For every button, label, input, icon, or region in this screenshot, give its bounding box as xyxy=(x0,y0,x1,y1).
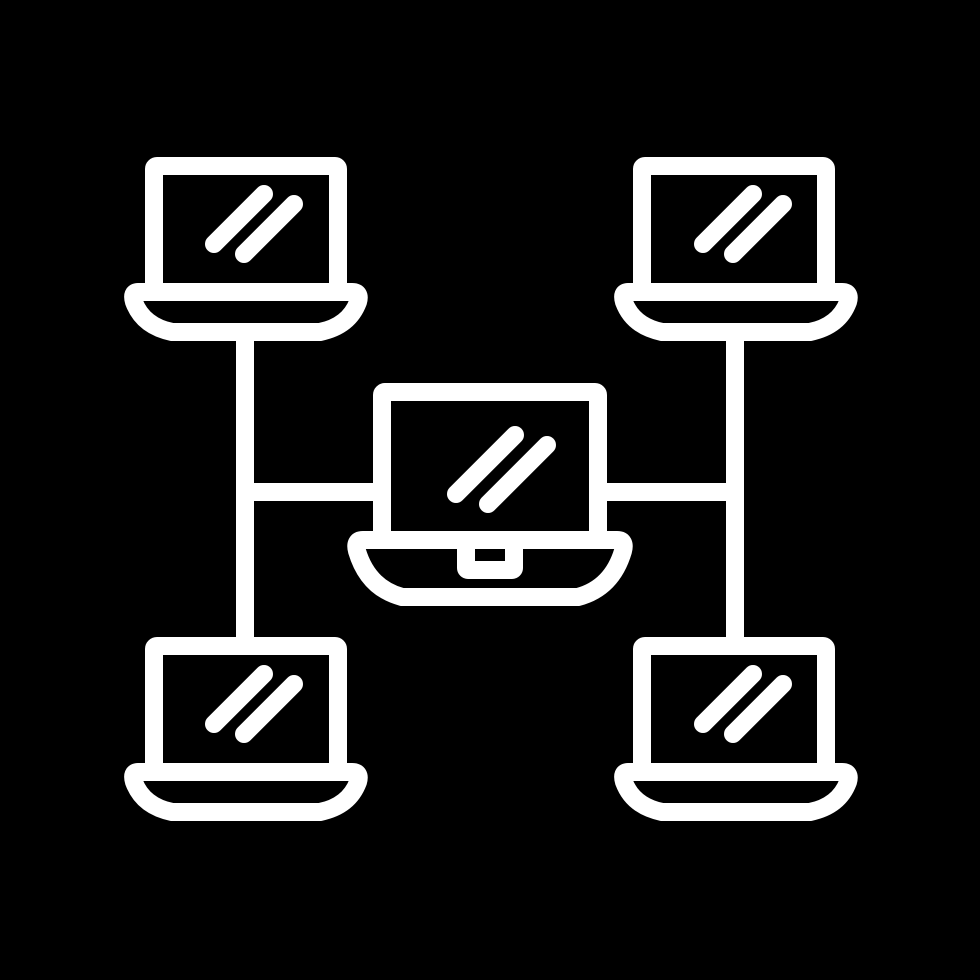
laptop-screen xyxy=(633,157,835,301)
laptop-base xyxy=(124,283,368,341)
laptop-base xyxy=(347,531,633,606)
trackpad xyxy=(457,531,523,579)
screen-glare xyxy=(447,426,524,503)
laptop-top-right-icon xyxy=(614,157,858,341)
laptop-base xyxy=(124,763,368,821)
screen-glare xyxy=(235,195,303,263)
screen-glare xyxy=(205,185,273,253)
screen-glare xyxy=(724,675,792,743)
laptop-screen xyxy=(633,637,835,781)
screen-glare xyxy=(724,195,792,263)
screen-glare xyxy=(694,665,762,733)
screen-glare xyxy=(205,665,273,733)
screen-glare xyxy=(235,675,303,743)
laptop-bottom-left-icon xyxy=(124,637,368,821)
screen-glare xyxy=(479,436,556,513)
laptop-screen xyxy=(145,637,347,781)
laptop-center-icon xyxy=(347,383,633,606)
laptop-top-left-icon xyxy=(124,157,368,341)
laptop-screen xyxy=(145,157,347,301)
laptop-bottom-right-icon xyxy=(614,637,858,821)
screen-glare xyxy=(694,185,762,253)
laptop-base xyxy=(614,763,858,821)
laptop-base xyxy=(614,283,858,341)
network-connections xyxy=(236,325,744,647)
